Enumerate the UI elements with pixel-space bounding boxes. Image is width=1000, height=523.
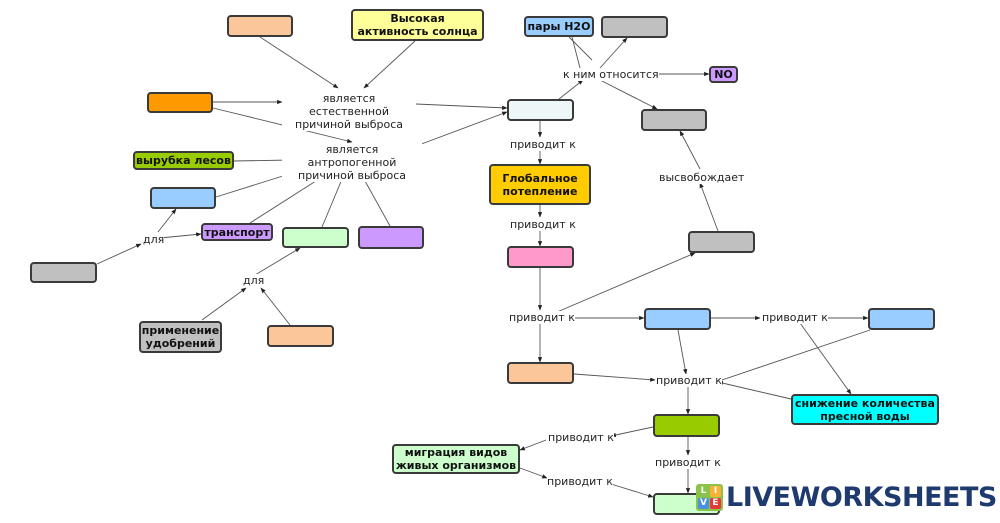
connector-line — [715, 329, 871, 383]
concept-node-water-vapor[interactable]: пары H2O — [524, 16, 594, 37]
concept-node-sun-activity[interactable]: Высокая активность солнца — [351, 9, 484, 41]
concept-node-freshwater-decrease[interactable]: снижение количества пресной воды — [791, 394, 939, 425]
link-label-leads-8: приводит к — [547, 475, 613, 488]
connector-line — [558, 79, 584, 100]
connector-line — [157, 208, 177, 233]
link-label-leads-7: приводит к — [655, 456, 721, 469]
connector-line — [259, 36, 339, 89]
concept-node-no[interactable]: NO — [709, 66, 738, 83]
link-label-leads-4: приводит к — [762, 311, 828, 324]
connector-line — [610, 483, 654, 498]
connector-line — [363, 40, 416, 89]
link-label-leads-6: приводит к — [548, 431, 614, 444]
concept-node-global-warming[interactable]: Глобальное потепление — [489, 164, 591, 205]
concept-node-transport[interactable]: транспорт — [201, 223, 273, 241]
concept-node-peach-low[interactable] — [507, 362, 574, 384]
concept-node-migration[interactable]: миграция видов живых организмов — [392, 444, 520, 474]
concept-node-fertilizer[interactable]: применение удобрений — [139, 321, 222, 353]
connector-line — [96, 243, 142, 265]
connector-line — [549, 252, 696, 316]
logo-tile: I — [710, 486, 721, 497]
link-label-for-1: для — [143, 233, 165, 246]
concept-node-greenhouse-gases[interactable] — [507, 99, 574, 121]
connector-line — [233, 157, 292, 163]
logo-wordmark: LIVEWORKSHEETS — [726, 482, 997, 513]
connector-line — [159, 232, 202, 239]
link-label-releases: высвобождает — [659, 171, 745, 184]
concept-node-pink[interactable] — [507, 246, 574, 268]
link-label-natural-cause: является естественной причиной выброса — [282, 92, 416, 131]
concept-node-blue-right[interactable] — [868, 308, 935, 330]
link-label-anthropogenic-cause: является антропогенной причиной выброса — [282, 143, 422, 182]
concept-node-blue-mid[interactable] — [644, 308, 711, 330]
connector-line — [699, 182, 719, 232]
connector-line — [571, 36, 581, 69]
connector-line — [415, 103, 508, 110]
connector-line — [599, 37, 628, 69]
link-label-for-2: для — [243, 274, 265, 287]
concept-node-gray-top[interactable] — [601, 16, 668, 38]
connector-line — [599, 79, 658, 110]
logo-tile: V — [698, 498, 709, 509]
connector-line — [201, 287, 247, 321]
concept-node-gray-left[interactable] — [30, 262, 97, 283]
connector-line — [519, 439, 547, 451]
connector-line — [677, 329, 688, 375]
connector-line — [573, 373, 656, 382]
connector-line — [519, 467, 548, 479]
concept-node-lightgreen-mid[interactable] — [282, 227, 349, 248]
connector-line — [254, 247, 301, 276]
logo-tiles-icon: L I V E — [696, 484, 723, 511]
link-label-leads-1: приводит к — [510, 138, 576, 151]
connector-line — [717, 380, 792, 400]
concept-node-deforestation[interactable]: вырубка лесов — [133, 151, 234, 170]
concept-node-green-low[interactable] — [653, 414, 720, 437]
connector-line — [610, 426, 654, 438]
connector-line — [799, 322, 852, 395]
concept-node-orange[interactable] — [147, 92, 213, 113]
logo-tile: L — [698, 486, 709, 497]
concept-node-gray-mid[interactable] — [688, 231, 755, 253]
concept-node-peach-top[interactable] — [227, 15, 293, 37]
connector-line — [260, 287, 291, 326]
concept-node-blue-left[interactable] — [150, 187, 216, 209]
link-label-include: к ним относится — [563, 68, 659, 81]
concept-node-peach-bottom[interactable] — [267, 325, 334, 347]
concept-node-purple-mid[interactable] — [358, 226, 424, 249]
link-label-leads-5: приводит к — [656, 374, 722, 387]
link-label-leads-2: приводит к — [510, 218, 576, 231]
logo-tile: E — [710, 498, 721, 509]
link-label-leads-3: приводит к — [509, 311, 575, 324]
concept-node-gray-right[interactable] — [641, 109, 707, 131]
liveworksheets-logo: L I V E LIVEWORKSHEETS — [696, 482, 997, 513]
connector-line — [679, 130, 701, 170]
